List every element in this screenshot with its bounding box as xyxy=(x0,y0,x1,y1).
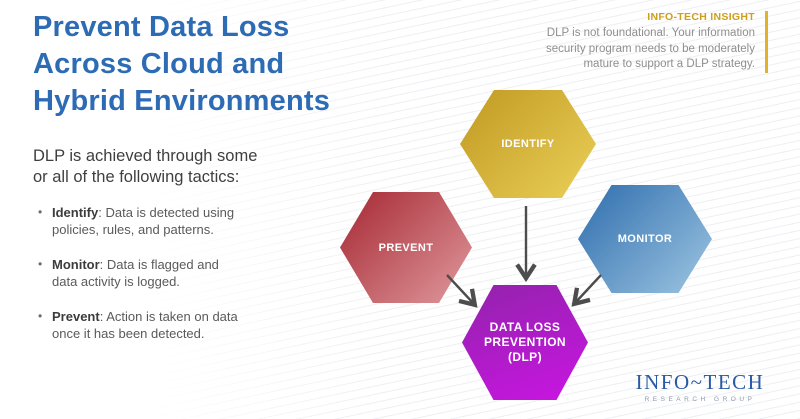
tactic-text: Monitor: Data is flagged and data activit… xyxy=(52,256,219,290)
tactic-desc-line1: : Action is taken on data xyxy=(99,309,238,324)
tactics-list: • Identify: Data is detected using polici… xyxy=(38,204,318,360)
arrow-monitor-to-dlp xyxy=(571,274,602,307)
logo-subtitle: RESEARCH GROUP xyxy=(644,396,756,403)
insight-heading: INFO-TECH INSIGHT xyxy=(647,11,755,23)
tactic-text: Prevent: Action is taken on data once it … xyxy=(52,308,238,342)
intro-text: DLP is achieved through some or all of t… xyxy=(33,147,258,186)
tactic-text: Identify: Data is detected using policies… xyxy=(52,204,234,238)
hexagon-dlp: DATA LOSS PREVENTION (DLP) xyxy=(462,285,588,400)
hexagon-monitor-label: MONITOR xyxy=(617,233,673,245)
tactic-desc-line2: policies, rules, and patterns. xyxy=(52,222,214,237)
tactic-term: Prevent xyxy=(52,309,100,324)
hexagon-prevent: PREVENT xyxy=(340,192,472,303)
tactic-desc-line1: : Data is detected using xyxy=(98,205,235,220)
hexagon-dlp-label: DATA LOSS PREVENTION (DLP) xyxy=(483,320,566,364)
bullet-icon: • xyxy=(38,257,43,271)
tactic-desc-line2: once it has been detected. xyxy=(52,326,205,341)
hexagon-identify: IDENTIFY xyxy=(460,90,596,198)
tactic-item-prevent: • Prevent: Action is taken on data once i… xyxy=(38,308,318,342)
bullet-icon: • xyxy=(38,309,43,323)
hexagon-monitor: MONITOR xyxy=(578,185,712,293)
tactic-item-monitor: • Monitor: Data is flagged and data activ… xyxy=(38,256,318,290)
tactic-item-identify: • Identify: Data is detected using polici… xyxy=(38,204,318,238)
tactic-desc-line2: data activity is logged. xyxy=(52,274,180,289)
page-title: Prevent Data Loss Across Cloud and Hybri… xyxy=(33,11,331,117)
tactic-desc-line1: : Data is flagged and xyxy=(99,257,219,272)
hexagon-prevent-label: PREVENT xyxy=(378,241,434,254)
insight-body: DLP is not foundational. Your informatio… xyxy=(545,27,755,70)
tactic-term: Identify xyxy=(52,205,99,220)
infotech-logo: INFO~TECH RESEARCH GROUP xyxy=(630,370,770,403)
tactic-term: Monitor xyxy=(52,257,100,272)
insight-callout: INFO-TECH INSIGHT DLP is not foundationa… xyxy=(530,11,768,73)
hexagon-identify-label: IDENTIFY xyxy=(501,138,555,150)
logo-wordmark: INFO~TECH xyxy=(635,370,765,394)
bullet-icon: • xyxy=(38,205,43,219)
